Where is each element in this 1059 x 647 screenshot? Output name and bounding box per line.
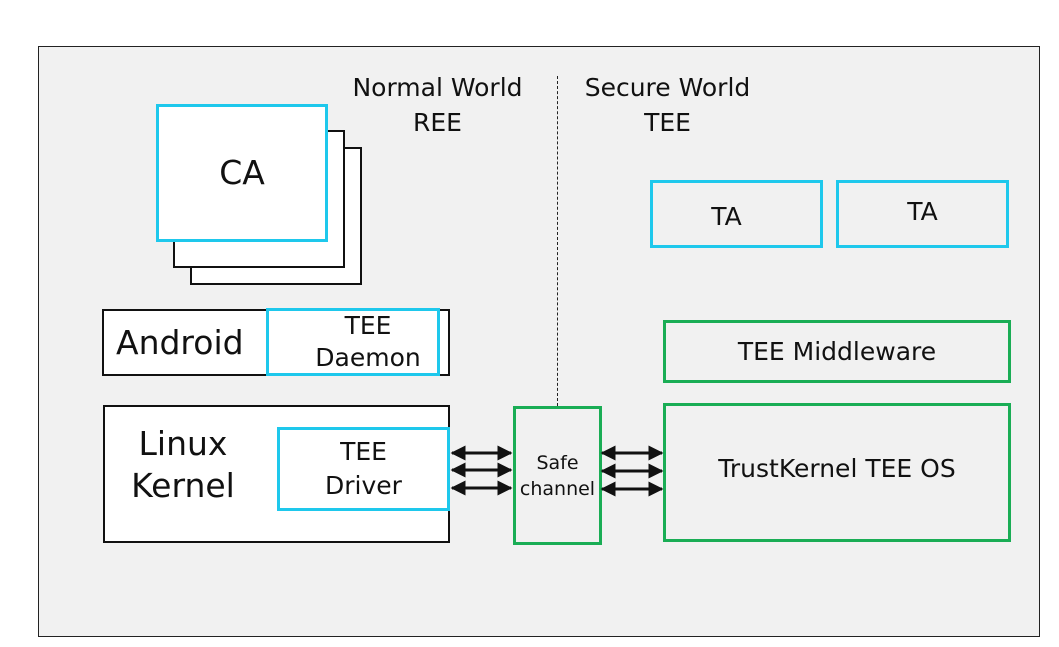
ree-label: REE [413, 108, 462, 137]
driver-channel-arrows [450, 445, 513, 496]
normal-world-header: Normal World REE [330, 70, 545, 140]
safe-channel-line1: Safe [536, 451, 579, 474]
world-divider-dashed-line [557, 76, 558, 406]
ca-label: CA [219, 153, 265, 193]
trustkernel-tee-os-box: TrustKernel TEE OS [663, 403, 1011, 542]
ta-label-1: TA [711, 202, 742, 231]
safe-channel-line2: channel [519, 477, 596, 500]
ca-box: CA [156, 104, 328, 242]
android-label: Android [116, 322, 244, 362]
ta-label-2: TA [907, 197, 938, 226]
secure-world-header: Secure World TEE [565, 70, 770, 140]
ta-box-2: TA [836, 180, 1009, 248]
tee-label: TEE [644, 108, 691, 137]
secure-world-title: Secure World [584, 73, 751, 102]
tee-driver-line1: TEE [340, 437, 387, 466]
ta-box-1: TA [650, 180, 823, 248]
tee-middleware-box: TEE Middleware [663, 320, 1011, 383]
tee-daemon-line2: Daemon [315, 343, 421, 372]
linux-kernel-line1: Linux [138, 424, 228, 463]
tee-daemon-line1: TEE [344, 311, 392, 340]
normal-world-title: Normal World [352, 73, 523, 102]
tee-middleware-label: TEE Middleware [737, 336, 937, 366]
tee-daemon-box: TEE Daemon [266, 308, 440, 376]
tee-driver-line2: Driver [325, 471, 402, 500]
trustkernel-tee-os-label: TrustKernel TEE OS [718, 453, 956, 483]
linux-kernel-label: Linux Kernel [123, 423, 243, 507]
linux-kernel-line2: Kernel [131, 466, 235, 505]
channel-os-arrows [600, 445, 664, 497]
tee-driver-box: TEE Driver [277, 427, 450, 511]
